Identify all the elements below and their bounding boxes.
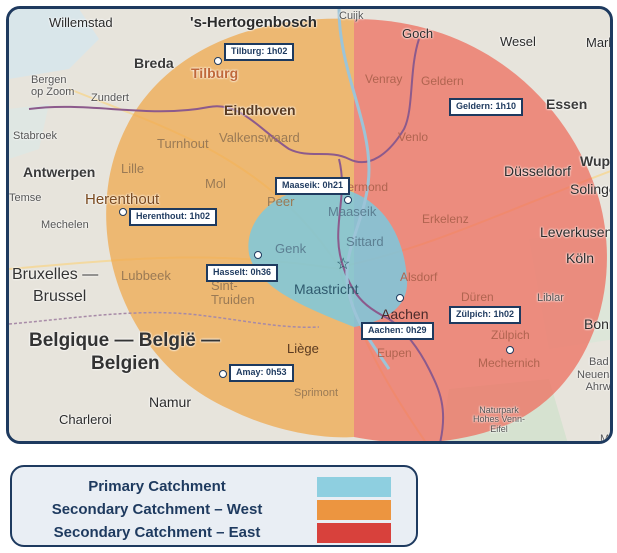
place-label: Bergen op Zoom xyxy=(31,74,75,98)
place-label: Geldern xyxy=(421,74,464,88)
place-label: Maaseik xyxy=(328,204,377,219)
place-label: Tilburg xyxy=(191,65,239,81)
travel-time-callout-maaseik[interactable]: Maaseik: 0h21 xyxy=(275,177,351,195)
place-label: Herenthout xyxy=(85,191,160,208)
place-label: Maastricht xyxy=(294,281,359,297)
place-label: Sittard xyxy=(346,234,384,249)
place-label: Goch xyxy=(402,26,434,41)
regional-border xyxy=(9,311,320,329)
water-area xyxy=(9,9,99,79)
national-border xyxy=(28,38,420,164)
place-label: Breda xyxy=(134,55,174,71)
place-label: Alsdorf xyxy=(400,270,438,284)
location-marker[interactable] xyxy=(214,57,222,65)
place-label: Zundert xyxy=(91,92,129,104)
travel-time-callout-zulpich[interactable]: Zülpich: 1h02 xyxy=(449,306,522,324)
place-label: Venray xyxy=(365,72,403,86)
place-label: Venlo xyxy=(398,130,429,144)
place-label: Liège xyxy=(287,341,319,356)
place-label: Stabroek xyxy=(13,130,58,142)
place-label: Wupp xyxy=(580,153,611,169)
national-border xyxy=(337,158,445,441)
legend-swatch-west xyxy=(317,500,391,520)
place-label: Temse xyxy=(9,192,42,204)
place-label: Turnhout xyxy=(157,136,209,151)
place-label: Marl xyxy=(586,35,612,50)
travel-time-callout-geldern[interactable]: Geldern: 1h10 xyxy=(449,98,524,116)
travel-time-callout-herenthout[interactable]: Herenthout: 1h02 xyxy=(129,208,218,226)
catchment-west xyxy=(106,18,354,438)
legend-label-east: Secondary Catchment – East xyxy=(53,524,261,541)
catchment-map[interactable]: Willemstad 's-Hertogenbosch Cuijk Goch W… xyxy=(6,6,613,444)
map-legend: Primary Catchment Secondary Catchment – … xyxy=(10,465,418,547)
place-label: Charleroi xyxy=(59,412,112,427)
location-marker[interactable] xyxy=(254,251,262,259)
river xyxy=(337,9,391,370)
place-label: Brussel xyxy=(33,288,87,305)
place-label: Ma xyxy=(600,433,610,444)
place-label: Lille xyxy=(121,161,145,176)
place-label: Lubbeek xyxy=(121,268,171,283)
location-marker[interactable] xyxy=(344,196,352,204)
place-label: Erkelenz xyxy=(422,212,469,226)
star-icon[interactable]: ☆ xyxy=(336,256,351,273)
travel-time-callout-hasselt[interactable]: Hasselt: 0h36 xyxy=(206,264,279,282)
place-label: Bonn xyxy=(584,316,610,332)
catchment-primary xyxy=(248,187,408,327)
place-label: Bruxelles — xyxy=(12,266,99,283)
place-label: Liblar xyxy=(537,292,564,304)
legend-swatch-primary xyxy=(317,477,391,497)
legend-swatch-east xyxy=(317,523,391,543)
place-label: Aachen xyxy=(381,306,429,322)
travel-time-callout-tilburg[interactable]: Tilburg: 1h02 xyxy=(224,43,295,61)
place-label: Mol xyxy=(205,176,226,191)
place-label: Köln xyxy=(566,250,595,266)
country-label: Belgien xyxy=(91,353,160,374)
place-label: Düren xyxy=(461,290,494,304)
place-label: Genk xyxy=(275,241,307,256)
place-label: Sint- Truiden xyxy=(211,278,255,308)
travel-time-callout-aachen[interactable]: Aachen: 0h29 xyxy=(361,322,434,340)
place-label: Wesel xyxy=(500,34,536,49)
place-label: Eindhoven xyxy=(224,102,296,118)
place-label: Peer xyxy=(267,194,295,209)
place-label: Eupen xyxy=(377,346,412,360)
place-label: Naturpark Hohes Venn- Eifel xyxy=(473,405,526,434)
place-label: Essen xyxy=(546,96,588,112)
country-label: Belgique — België — xyxy=(29,330,221,351)
map-canvas xyxy=(9,9,610,441)
location-marker[interactable] xyxy=(506,346,514,354)
legend-label-west: Secondary Catchment – West xyxy=(51,501,263,518)
place-label: Sprimont xyxy=(294,387,339,399)
place-label: Antwerpen xyxy=(23,164,96,180)
water-area xyxy=(9,104,49,159)
place-label: Leverkusen xyxy=(540,224,613,240)
legend-label-primary: Primary Catchment xyxy=(88,478,226,495)
place-label: Namur xyxy=(149,394,192,410)
place-label: Mechelen xyxy=(41,219,89,231)
place-label: Valkenswaard xyxy=(219,130,300,145)
location-marker[interactable] xyxy=(396,294,404,302)
location-marker[interactable] xyxy=(119,208,127,216)
place-label: Neuenah Ahrweil xyxy=(577,369,611,393)
location-marker[interactable] xyxy=(219,370,227,378)
place-label: Solinger xyxy=(570,181,610,197)
place-label: Zülpich xyxy=(491,328,530,342)
place-label: Mechernich xyxy=(478,356,541,370)
place-label: Düsseldorf xyxy=(504,163,571,179)
travel-time-callout-amay[interactable]: Amay: 0h53 xyxy=(229,364,294,382)
place-label: 's-Hertogenbosch xyxy=(190,14,317,31)
place-label: Cuijk xyxy=(339,10,364,22)
place-label: Willemstad xyxy=(49,15,113,30)
place-label: Bad xyxy=(589,356,609,368)
